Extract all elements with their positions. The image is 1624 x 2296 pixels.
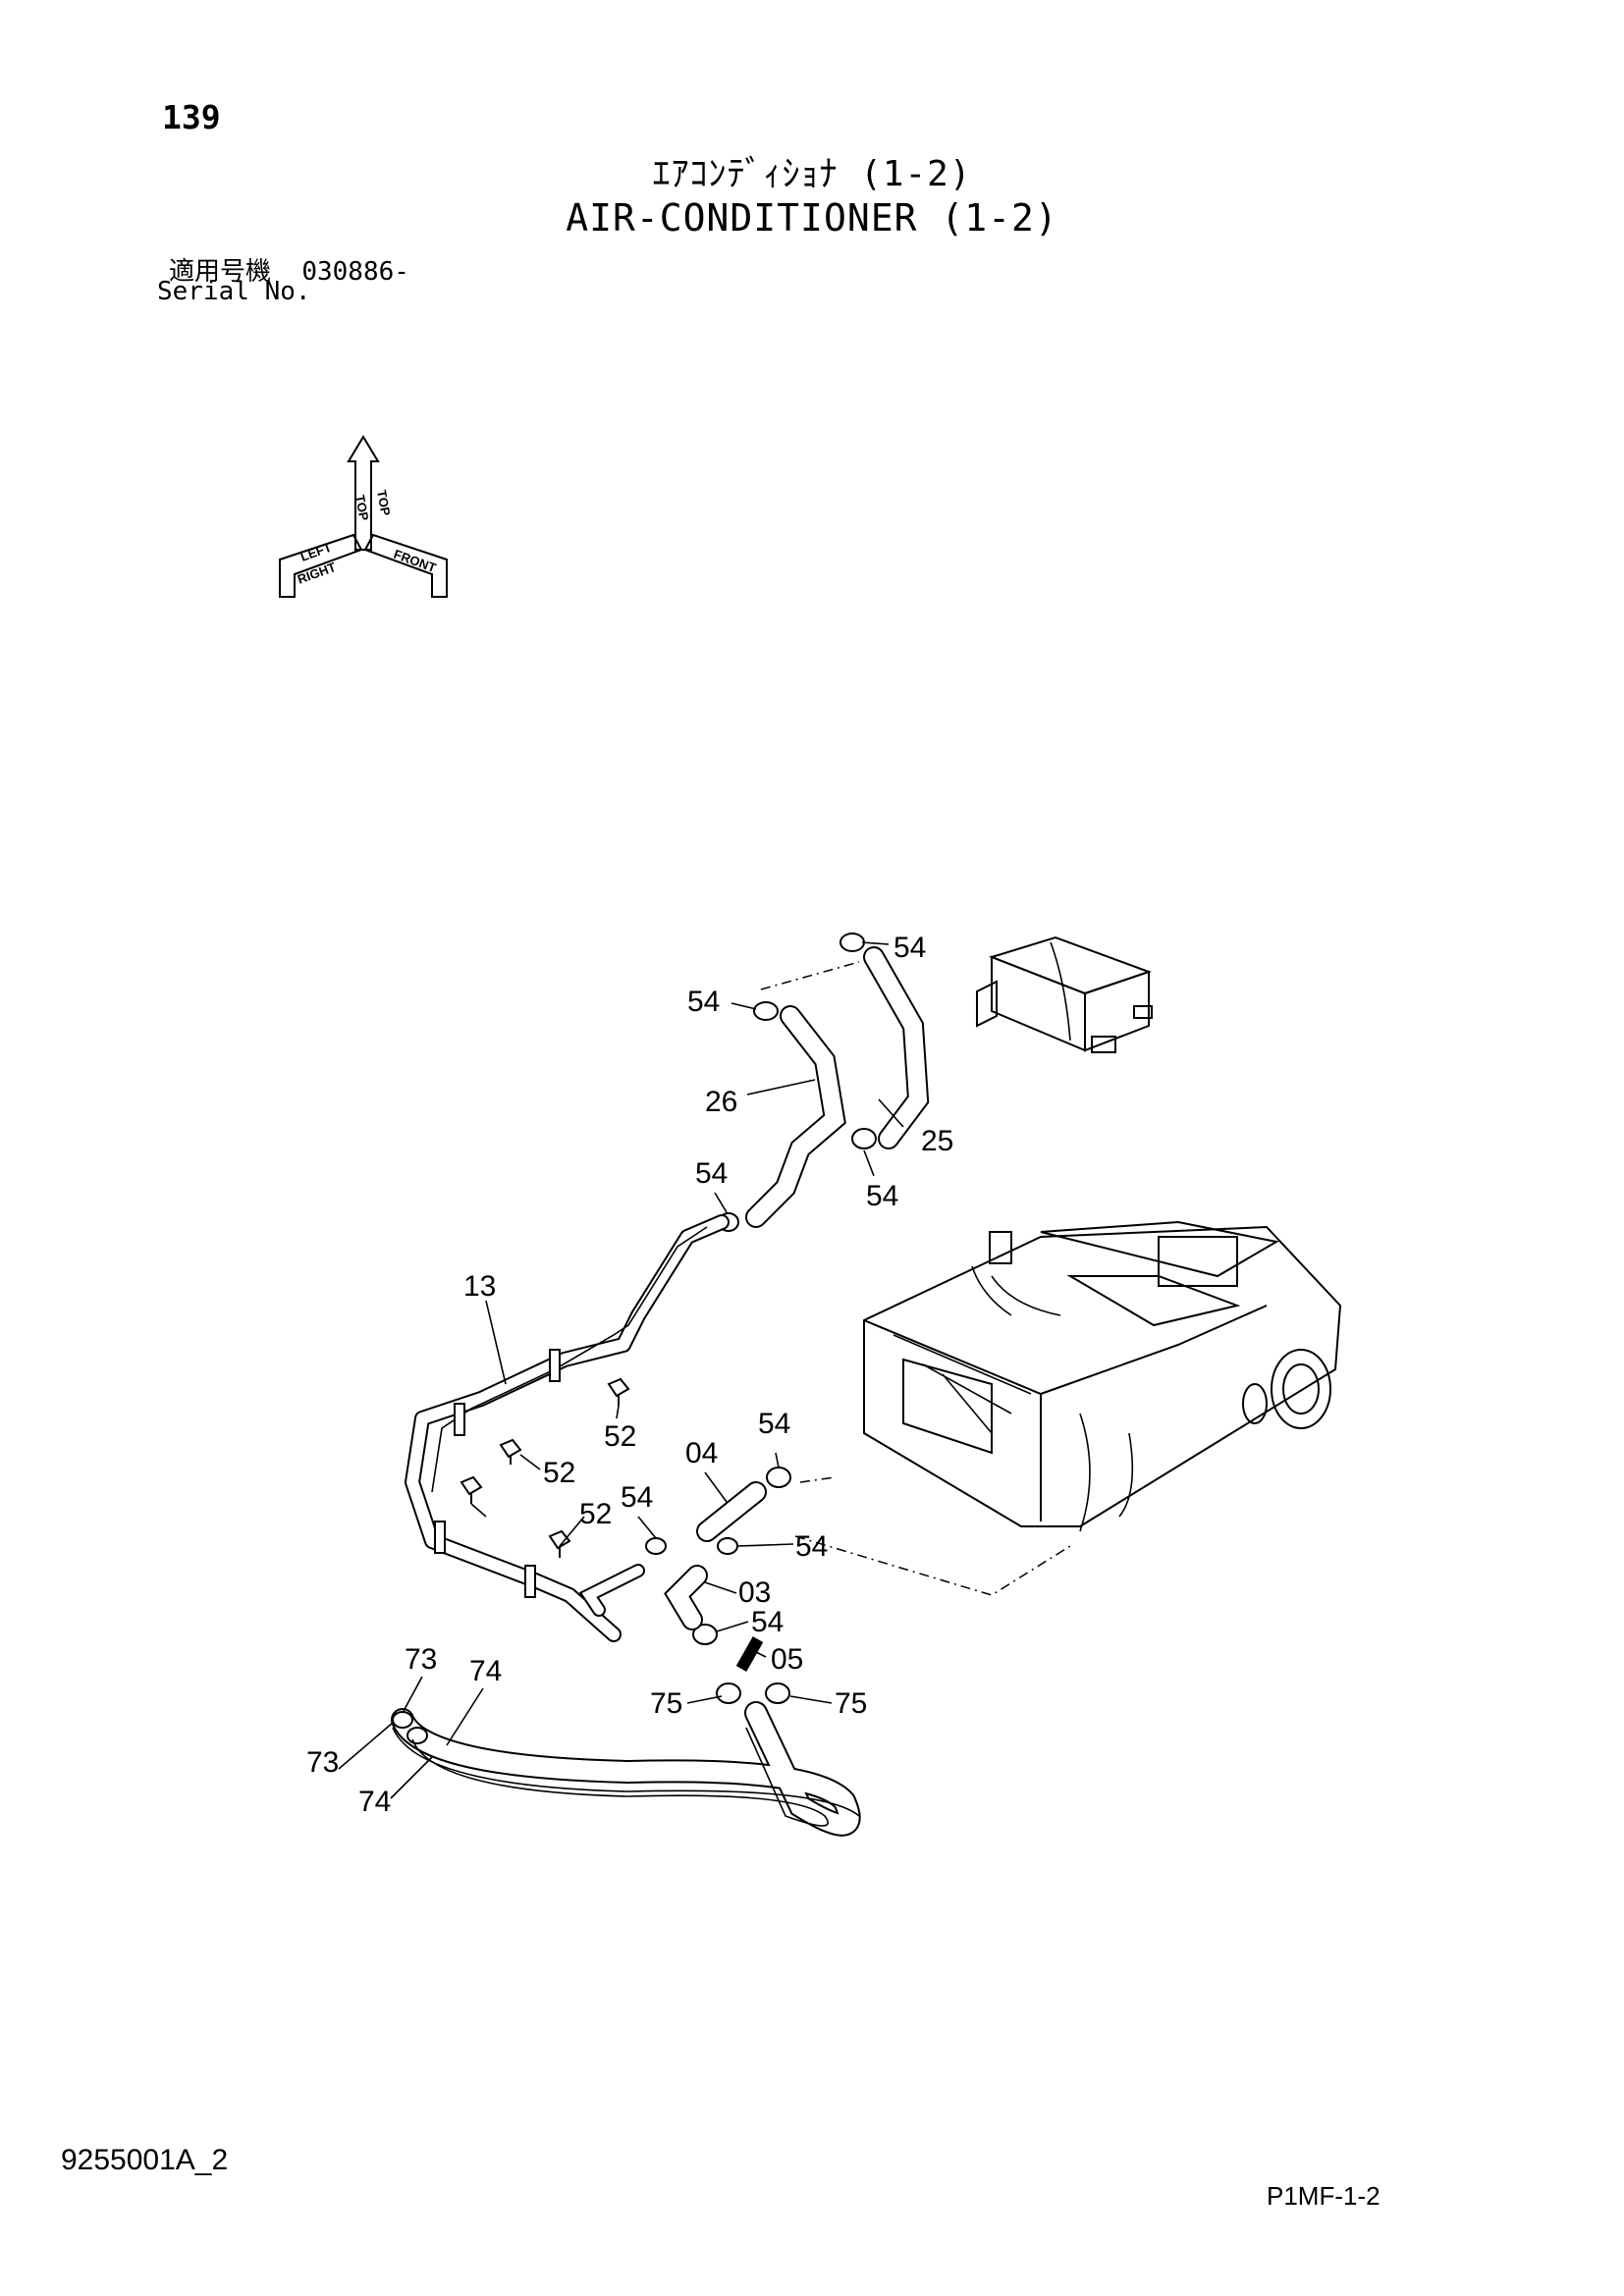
callout-54-b: 54 <box>687 986 720 1018</box>
hose-26-illustration <box>745 1005 846 1228</box>
callout-74-b: 74 <box>358 1786 391 1818</box>
callout-74-a: 74 <box>469 1655 502 1687</box>
callout-25: 25 <box>921 1125 953 1157</box>
nipple-05-illustration <box>735 1636 764 1672</box>
orientation-label-top-2: TOP <box>352 494 371 522</box>
callout-04: 04 <box>685 1437 718 1469</box>
hose-clamps <box>645 933 877 1704</box>
air-conditioner-unit-illustration <box>863 1220 1342 1532</box>
serial-value: 030886- <box>301 257 409 287</box>
callout-75-b: 75 <box>835 1687 867 1720</box>
orientation-label-front: FRONT <box>392 547 438 575</box>
callout-26: 26 <box>705 1086 737 1118</box>
callout-73-b: 73 <box>306 1746 339 1779</box>
control-unit-illustration <box>976 935 1153 1053</box>
orientation-icon: TOP LEFT FRONT RIGHT TOP <box>279 435 448 598</box>
serial-label: Serial No. <box>157 277 311 306</box>
leader-lines <box>338 941 904 1799</box>
hose-04-illustration <box>696 1481 767 1542</box>
page-reference: P1MF-1-2 <box>1267 2181 1380 2211</box>
page-title-japanese: ｴｱｺﾝﾃﾞｨｼｮﾅ (1-2) <box>652 154 972 194</box>
callout-03: 03 <box>738 1576 771 1609</box>
callout-54-h: 54 <box>751 1606 784 1638</box>
callout-52-c: 52 <box>579 1498 612 1530</box>
hose-25-illustration <box>863 946 930 1149</box>
hoses-73-74-illustration <box>391 1701 861 1837</box>
callout-05: 05 <box>771 1643 803 1676</box>
page-number: 139 <box>162 98 221 136</box>
callout-54-g: 54 <box>795 1530 828 1563</box>
orientation-label-top: TOP <box>374 489 393 517</box>
callout-52-a: 52 <box>604 1420 636 1453</box>
leader-dashed-2 <box>794 1476 1071 1596</box>
callout-13: 13 <box>463 1270 496 1303</box>
pipe-13-illustration <box>405 1214 730 1642</box>
orientation-label-right: RIGHT <box>296 560 338 587</box>
callout-75-a: 75 <box>650 1687 682 1720</box>
callout-numbers: 54 54 26 25 54 54 13 52 52 52 04 54 54 5… <box>306 932 953 1818</box>
callout-54-f: 54 <box>621 1481 653 1514</box>
serial-range: 適用号機 030886- <box>169 251 409 288</box>
elbow-03-illustration <box>664 1565 708 1630</box>
bolts-52 <box>460 1377 630 1558</box>
callout-73-a: 73 <box>405 1643 437 1676</box>
document-code: 9255001A_2 <box>61 2144 229 2176</box>
callout-54-c: 54 <box>695 1157 728 1190</box>
callout-54-a: 54 <box>893 932 926 964</box>
callout-52-b: 52 <box>543 1457 575 1489</box>
page-title: AIR-CONDITIONER (1-2) <box>566 196 1058 240</box>
callout-54-d: 54 <box>866 1180 898 1212</box>
serial-label-japanese: 適用号機 <box>169 257 272 287</box>
leader-dashed <box>760 961 860 990</box>
callout-54-e: 54 <box>758 1408 790 1440</box>
